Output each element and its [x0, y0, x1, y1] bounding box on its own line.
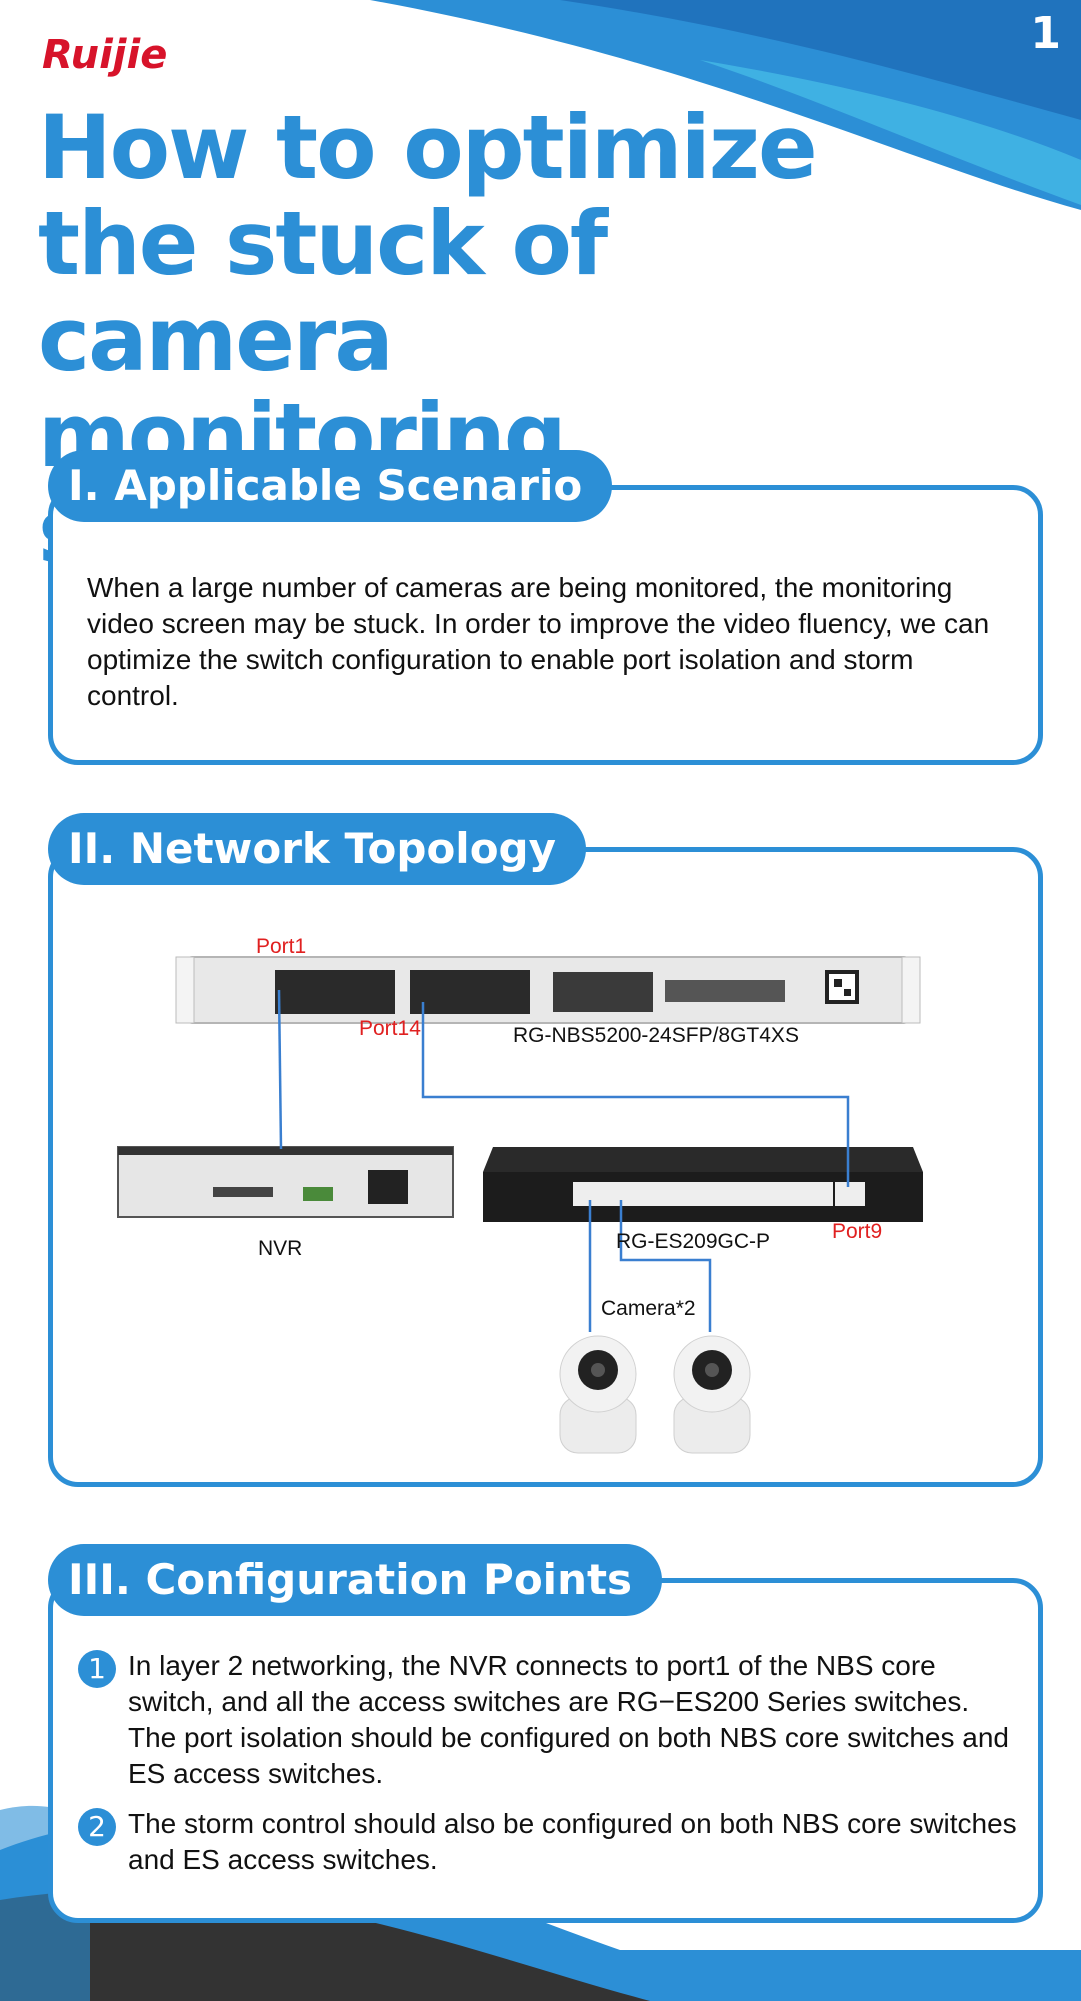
label-port9: Port9	[832, 1220, 883, 1243]
page-number: 1	[1030, 8, 1061, 59]
access-switch-image	[483, 1147, 923, 1222]
topology-diagram	[117, 956, 923, 1454]
label-nvr: NVR	[258, 1237, 303, 1260]
scenario-panel: When a large number of cameras are being…	[48, 485, 1043, 765]
label-port1: Port1	[256, 935, 307, 958]
nvr-image	[117, 1146, 454, 1218]
config-panel	[48, 1578, 1043, 1923]
camera-2-image	[673, 1335, 751, 1454]
scenario-heading: I. Applicable Scenario	[48, 450, 613, 522]
topology-panel: Port1 Port14 RG-NBS5200-24SFP/8GT4XS NVR…	[48, 847, 1043, 1487]
logo-text: Ruijie	[42, 32, 167, 78]
label-port14: Port14	[359, 1017, 421, 1040]
link-port1-nvr	[277, 989, 283, 1150]
point-number-badge: 2	[78, 1808, 116, 1846]
camera-1-image	[559, 1335, 637, 1454]
link-port14-port9	[421, 1002, 850, 1187]
core-switch-image	[175, 956, 921, 1024]
link-camera-2	[619, 1200, 712, 1332]
label-cameras: Camera*2	[601, 1297, 696, 1320]
point-text: In layer 2 networking, the NVR connects …	[128, 1650, 1009, 1789]
scenario-text: When a large number of cameras are being…	[87, 572, 990, 711]
point-number-badge: 1	[78, 1650, 116, 1688]
config-point-1: 1 In layer 2 networking, the NVR connect…	[78, 1648, 1018, 1792]
point-text: The storm control should also be configu…	[128, 1808, 1017, 1875]
label-core-switch: RG-NBS5200-24SFP/8GT4XS	[513, 1024, 799, 1047]
ruijie-logo: Ruijie	[42, 32, 167, 78]
label-access-switch: RG-ES209GC-P	[616, 1230, 771, 1253]
header-wave-decoration	[370, 0, 1081, 210]
config-point-2: 2 The storm control should also be confi…	[78, 1806, 1018, 1878]
topology-heading: II. Network Topology	[48, 813, 587, 885]
config-heading: III. Configuration Points	[48, 1544, 663, 1616]
